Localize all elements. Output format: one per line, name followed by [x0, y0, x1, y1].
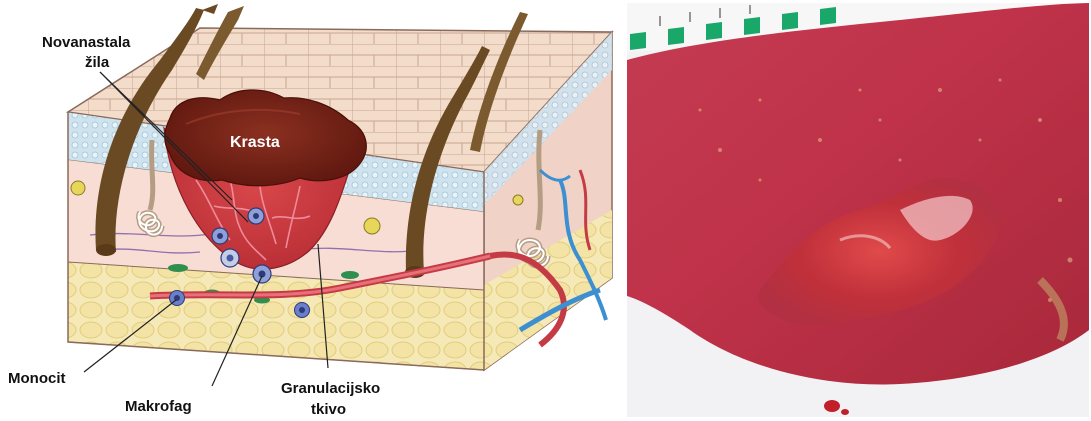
macrophage-cell	[248, 208, 264, 224]
sebaceous-gland	[513, 195, 523, 205]
label-monocyte: Monocit	[8, 370, 66, 387]
label-macrophage: Makrofag	[125, 398, 192, 415]
sebaceous-gland	[364, 218, 380, 234]
macrophage-cell	[253, 265, 271, 283]
macrophage-cell	[212, 228, 228, 244]
label-new-vessel-line2: žila	[85, 54, 110, 71]
limb-skin	[627, 3, 1089, 384]
fibroblast	[341, 271, 359, 279]
label-granulation-line2: tkivo	[311, 401, 346, 418]
monocyte-cell	[295, 303, 310, 318]
skin-diagram: Novanastala žila Krasta Monocit Makrofag…	[8, 4, 612, 418]
label-scab: Krasta	[230, 134, 280, 151]
macrophage-cell	[221, 249, 239, 267]
label-granulation-line1: Granulacijsko	[281, 380, 380, 397]
sebaceous-gland	[71, 181, 85, 195]
label-new-vessel-line1: Novanastala	[42, 34, 131, 51]
fibroblast	[168, 264, 188, 272]
wound-photo	[627, 3, 1089, 417]
